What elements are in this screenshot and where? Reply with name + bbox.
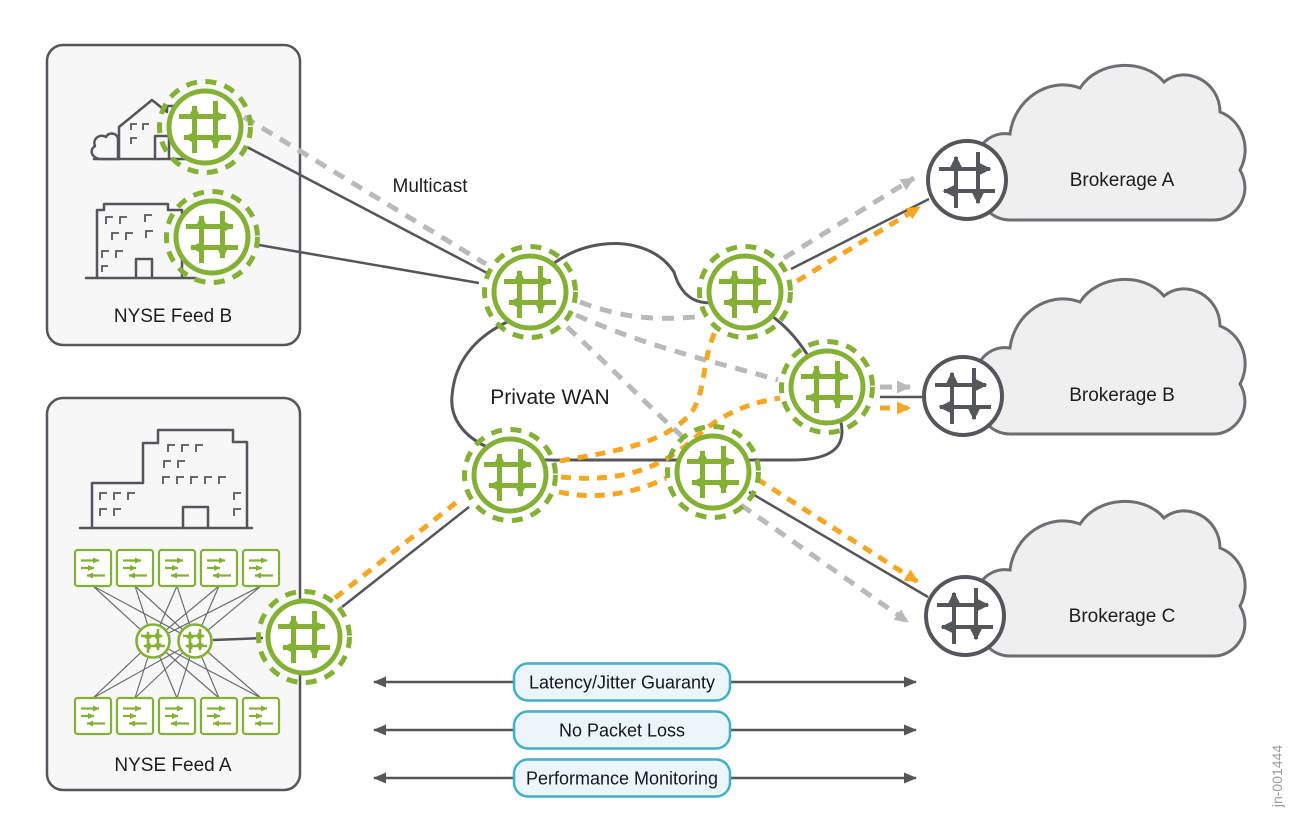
feed-server-icon — [201, 550, 237, 586]
feed-server-icon — [243, 698, 279, 734]
brokerage-b-cloud: Brokerage B — [973, 277, 1247, 436]
brokerage-a-cloud: Brokerage A — [973, 63, 1247, 222]
feed-server-icon — [75, 550, 111, 586]
feed-server-icon — [117, 698, 153, 734]
figure-id: jn-001444 — [1269, 745, 1285, 808]
exchange-building-icon — [78, 428, 254, 530]
feed-a-label: NYSE Feed A — [114, 755, 232, 776]
brokerage-c-label: Brokerage C — [1069, 606, 1176, 627]
feed-fanout-mesh — [92, 585, 264, 699]
private-wan-label: Private WAN — [490, 386, 609, 409]
brokerage-a-label: Brokerage A — [1070, 170, 1175, 191]
wan-egress-middle-router-icon — [782, 342, 873, 433]
feed-b-box — [45, 43, 302, 347]
nyse-feed-b-panel: NYSE Feed B — [45, 43, 302, 347]
feed-server-icon — [75, 698, 111, 734]
nyse-feed-a-panel: NYSE Feed A — [45, 396, 302, 792]
office-building-icon — [84, 202, 198, 280]
guarantee-label-monitoring: Performance Monitoring — [526, 769, 718, 789]
brokerage-c-router-icon — [926, 577, 1004, 655]
feed-server-icon — [243, 550, 279, 586]
feed-a-edge-router-icon — [259, 592, 350, 683]
service-guarantees: Latency/Jitter Guaranty No Packet Loss P… — [373, 662, 917, 798]
unicast-flow-lines — [333, 204, 922, 600]
feed-a-aggregation-router-icon — [137, 625, 170, 658]
brokerage-b-label: Brokerage B — [1069, 385, 1175, 406]
brokerage-c-cloud: Brokerage C — [973, 499, 1247, 658]
multicast-flow-lines — [242, 114, 916, 625]
guarantee-label-latency: Latency/Jitter Guaranty — [529, 673, 715, 693]
brokerage-a-router-icon — [928, 141, 1006, 219]
feed-server-icon — [117, 550, 153, 586]
feed-server-icon — [201, 698, 237, 734]
feed-a-aggregation-router-icon — [179, 625, 212, 658]
guarantee-pill — [512, 758, 732, 798]
feed-b-label: NYSE Feed B — [114, 306, 232, 327]
guarantee-pill — [512, 662, 732, 702]
guarantee-pill — [512, 710, 732, 750]
feed-server-icon — [159, 698, 195, 734]
multicast-annotation: Multicast — [393, 176, 469, 197]
feed-server-icon — [159, 550, 195, 586]
brokerage-b-router-icon — [924, 357, 1002, 435]
guarantee-label-packet-loss: No Packet Loss — [559, 721, 685, 741]
